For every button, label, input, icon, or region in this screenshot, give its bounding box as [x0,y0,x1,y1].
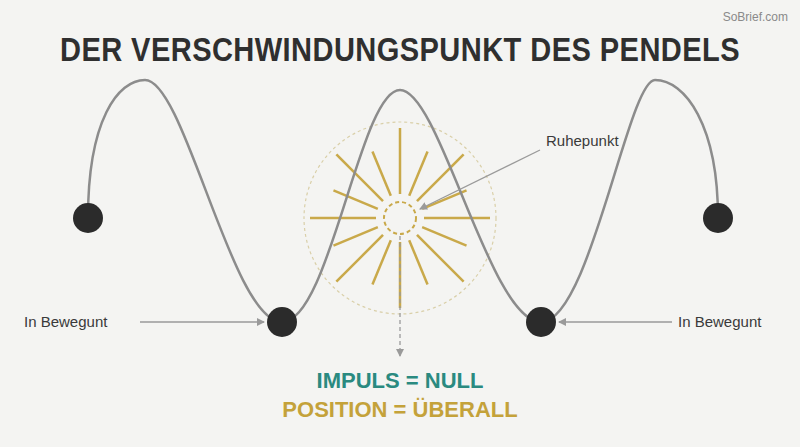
watermark: SoBrief.com [723,10,788,24]
ray [333,227,377,245]
ray [333,190,377,208]
callout-label: In Bewegunt [24,313,107,330]
leader-line [399,236,400,356]
pendulum-bob [267,307,297,337]
ray [424,217,490,220]
leader-line [420,150,540,209]
pendulum-bob [73,203,103,233]
rest-point [384,202,416,234]
pendulum-bob [703,203,733,233]
formula-text: IMPULS = NULL [317,368,484,394]
ray [372,151,390,195]
wave-path [88,80,718,322]
callout-label: In Bewegunt [678,313,761,330]
ray [409,151,427,195]
ray [422,227,466,245]
ray [310,217,376,220]
pendulum-bob [526,307,556,337]
ray [409,240,427,284]
callout-label: Ruhepunkt [546,132,619,149]
diagram-title: DER VERSCHWINDUNGSPUNKT DES PENDELS [60,30,740,69]
ray [399,128,402,194]
formula-text: POSITION = ÜBERALL [282,397,517,423]
leader-line [559,321,672,322]
ray [372,240,390,284]
leader-line [140,321,264,322]
